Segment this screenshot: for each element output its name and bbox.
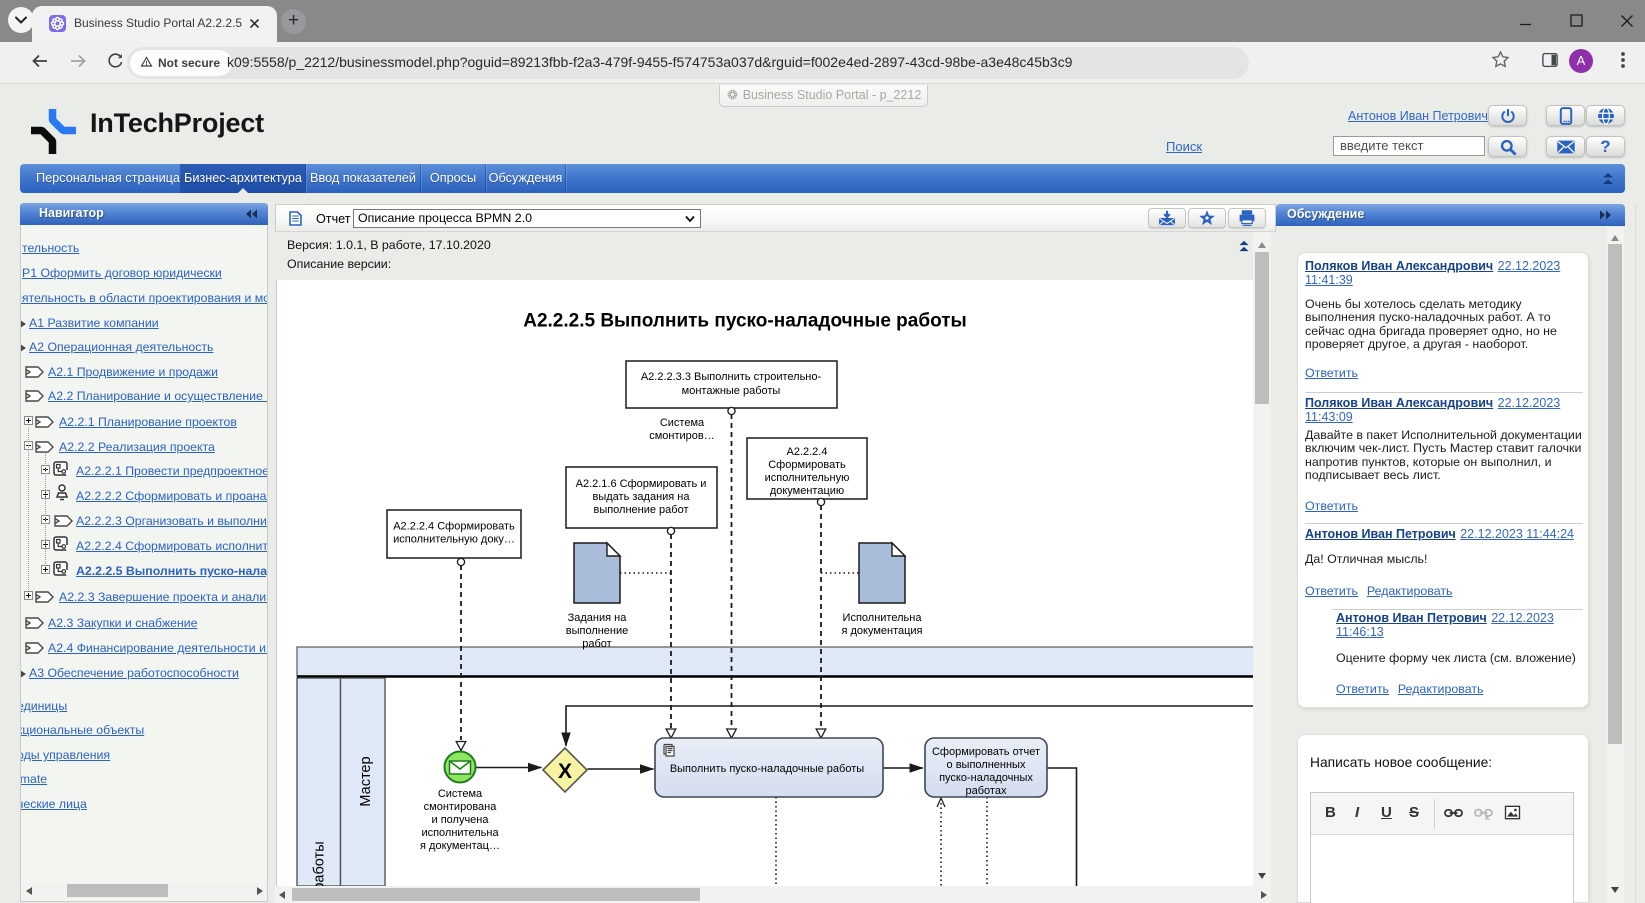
svg-text:Система: Система xyxy=(660,417,705,429)
svg-text:я документация: я документация xyxy=(841,625,922,637)
svg-text:исполнительна: исполнительна xyxy=(421,827,499,839)
svg-text:документацию: документацию xyxy=(770,485,844,497)
svg-text:работы: работы xyxy=(311,841,327,886)
svg-text:А2.2.2.5 Выполнить пуско-налад: А2.2.2.5 Выполнить пуско-наладочные рабо… xyxy=(523,311,967,332)
svg-text:Система: Система xyxy=(438,788,483,800)
svg-text:А2.2.2.4 Сформировать: А2.2.2.4 Сформировать xyxy=(393,521,515,533)
svg-text:я документац…: я документац… xyxy=(420,840,500,852)
svg-text:Мастер: Мастер xyxy=(358,756,374,806)
svg-text:Выполнить пуско-наладочные раб: Выполнить пуско-наладочные работы xyxy=(670,763,864,775)
svg-text:монтажные работы: монтажные работы xyxy=(682,385,781,397)
svg-text:Сформировать: Сформировать xyxy=(768,459,846,471)
svg-text:и получена: и получена xyxy=(432,814,490,826)
svg-text:Задания на: Задания на xyxy=(568,612,628,624)
svg-text:А2.2.1.6 Сформировать и: А2.2.1.6 Сформировать и xyxy=(576,478,707,490)
svg-text:пуско-наладочных: пуско-наладочных xyxy=(939,772,1033,784)
svg-text:А2.2.2.3.3 Выполнить строитель: А2.2.2.3.3 Выполнить строительно- xyxy=(641,371,822,383)
svg-text:смонтиров…: смонтиров… xyxy=(649,430,715,442)
svg-text:исполнительную: исполнительную xyxy=(765,472,850,484)
svg-text:о выполненных: о выполненных xyxy=(947,759,1026,771)
svg-text:выполнение работ: выполнение работ xyxy=(593,504,688,516)
svg-text:работах: работах xyxy=(966,785,1007,797)
svg-text:Исполнительна: Исполнительна xyxy=(843,612,923,624)
svg-text:работ: работ xyxy=(582,638,611,650)
svg-text:выдать задания на: выдать задания на xyxy=(593,491,691,503)
svg-text:Сформировать отчет: Сформировать отчет xyxy=(932,746,1040,758)
svg-text:X: X xyxy=(558,760,572,783)
svg-text:смонтирована: смонтирована xyxy=(424,801,498,813)
svg-text:А2.2.2.4: А2.2.2.4 xyxy=(787,446,828,458)
svg-text:исполнительную доку…: исполнительную доку… xyxy=(393,534,515,546)
svg-text:выполнение: выполнение xyxy=(566,625,629,637)
